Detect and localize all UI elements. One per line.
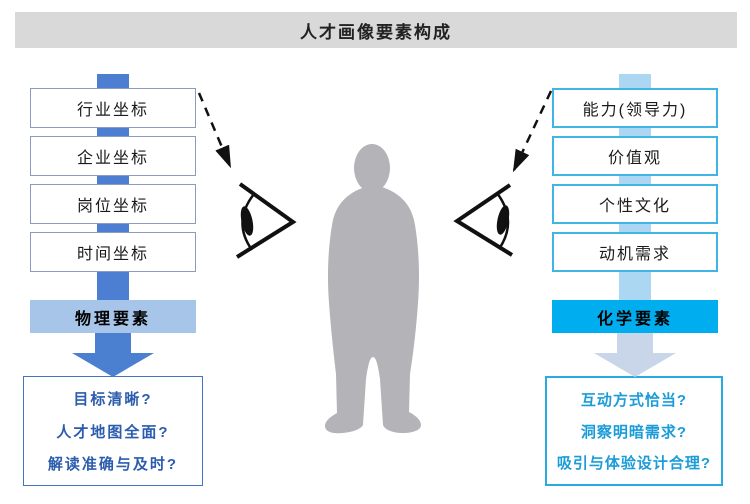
right-down-arrow-icon: [594, 333, 676, 377]
left-question-3: 解读准确与及时?: [47, 455, 179, 473]
right-category-chemical: 化学要素: [552, 300, 718, 333]
person-silhouette: [325, 144, 421, 434]
right-questions-box: 互动方式恰当? 洞察明暗需求? 吸引与体验设计合理?: [545, 376, 723, 486]
left-dashed-connector: [197, 92, 232, 169]
left-eye-icon: [235, 182, 297, 259]
left-down-arrow-icon: [72, 333, 154, 377]
left-questions-box: 目标清晰? 人才地图全面? 解读准确与及时?: [23, 376, 203, 486]
left-box-position: 岗位坐标: [30, 184, 196, 224]
left-box-enterprise: 企业坐标: [30, 136, 196, 176]
left-question-1: 目标清晰?: [73, 391, 153, 409]
right-question-1: 互动方式恰当?: [580, 391, 688, 409]
right-box-motivation: 动机需求: [552, 232, 718, 272]
left-box-time: 时间坐标: [30, 232, 196, 272]
right-box-ability: 能力(领导力): [552, 88, 718, 128]
right-eye-icon: [453, 183, 514, 257]
left-box-industry: 行业坐标: [30, 88, 196, 128]
right-question-3: 吸引与体验设计合理?: [556, 455, 712, 473]
diagram-title: 人才画像要素构成: [15, 12, 737, 48]
right-question-2: 洞察明暗需求?: [580, 423, 688, 441]
right-dashed-connector: [512, 90, 553, 173]
right-box-values: 价值观: [552, 136, 718, 176]
left-question-2: 人才地图全面?: [56, 423, 170, 441]
right-box-personality: 个性文化: [552, 184, 718, 224]
left-category-physical: 物理要素: [30, 300, 196, 333]
